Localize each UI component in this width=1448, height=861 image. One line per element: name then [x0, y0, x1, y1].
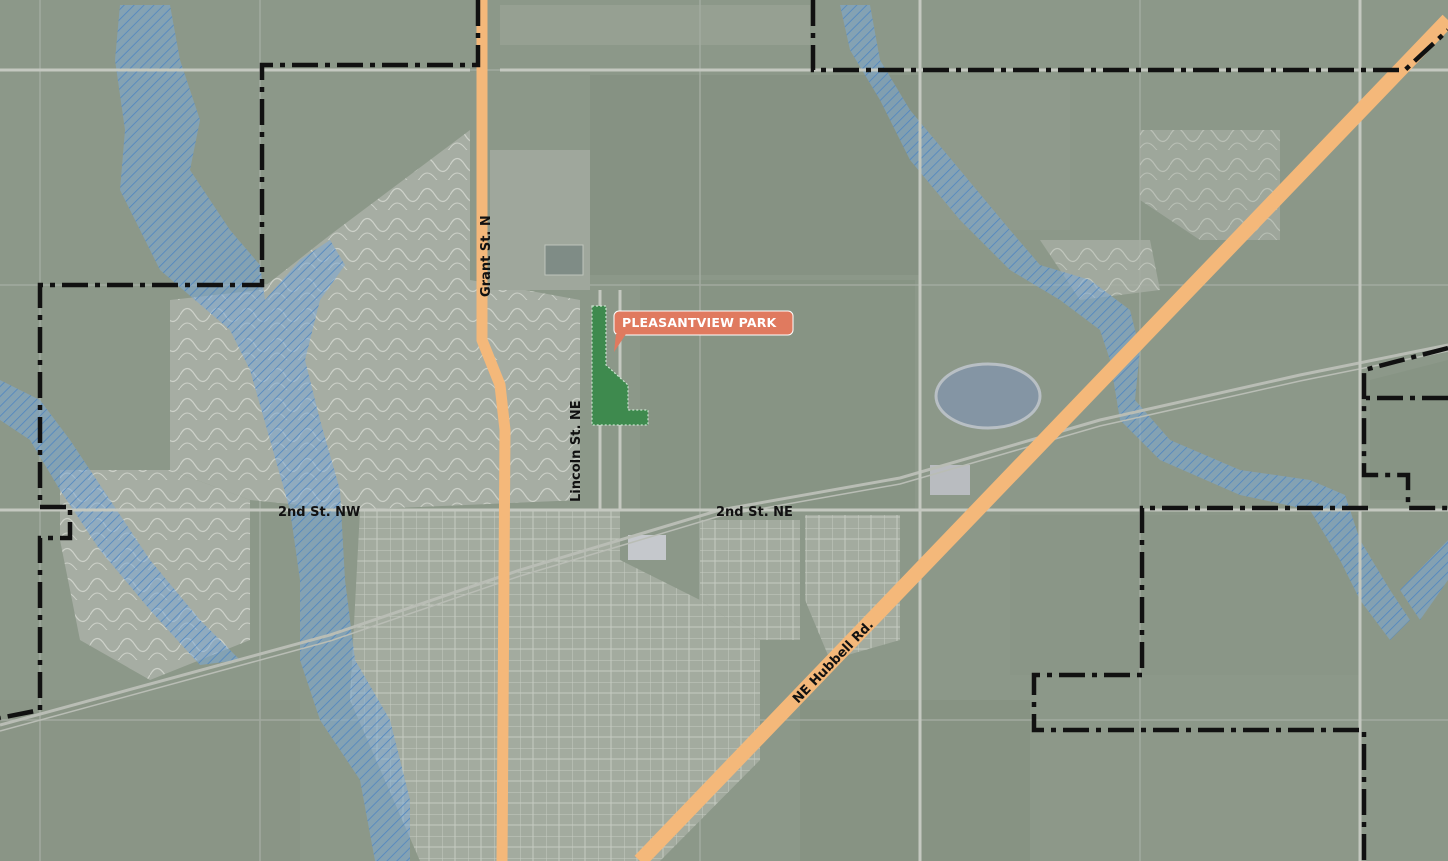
pleasantview-park-area[interactable]: [591, 305, 649, 426]
grant-st-n: [476, 0, 511, 861]
floodplain-hatch: [0, 5, 1448, 861]
park-callout-label: PLEASANTVIEW PARK: [622, 315, 778, 330]
road-label-lincoln: Lincoln St. NE: [569, 400, 584, 502]
road-label-2nd-nw: 2nd St. NW: [278, 505, 360, 520]
road-label-2nd-ne: 2nd St. NE: [716, 505, 793, 520]
park-callout[interactable]: PLEASANTVIEW PARK: [613, 310, 794, 352]
major-roads: [476, 0, 1448, 861]
ne-hubbell-rd: [634, 14, 1448, 861]
lake: [934, 362, 1042, 430]
railroad: [0, 343, 1448, 727]
road-label-grant: Grant St. N: [479, 215, 494, 297]
